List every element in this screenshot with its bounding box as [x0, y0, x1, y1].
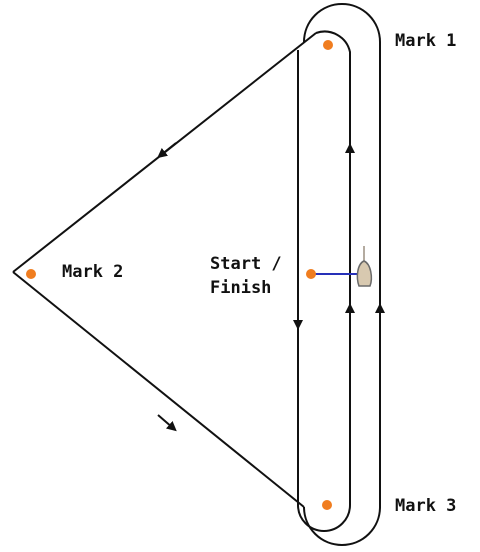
mark-1-buoy-icon [323, 40, 333, 50]
reach-leg-2 [12, 271, 305, 508]
mark-3-buoy-icon [322, 500, 332, 510]
arrow-reach-to-mark3-icon [157, 414, 177, 432]
mark-3-label: Mark 3 [395, 496, 457, 516]
committee-boat-icon [356, 246, 373, 287]
inner-course-loop [297, 30, 351, 532]
mark-2-label: Mark 2 [62, 262, 124, 282]
mark-1-label: Mark 1 [395, 31, 457, 51]
mark-2-buoy-icon [26, 269, 36, 279]
start-label: Start / [210, 254, 282, 274]
finish-label: Finish [210, 278, 272, 298]
outer-course-loop [303, 3, 381, 546]
arrow-reach-to-mark2-icon [157, 142, 177, 159]
start-pin-buoy-icon [306, 269, 316, 279]
